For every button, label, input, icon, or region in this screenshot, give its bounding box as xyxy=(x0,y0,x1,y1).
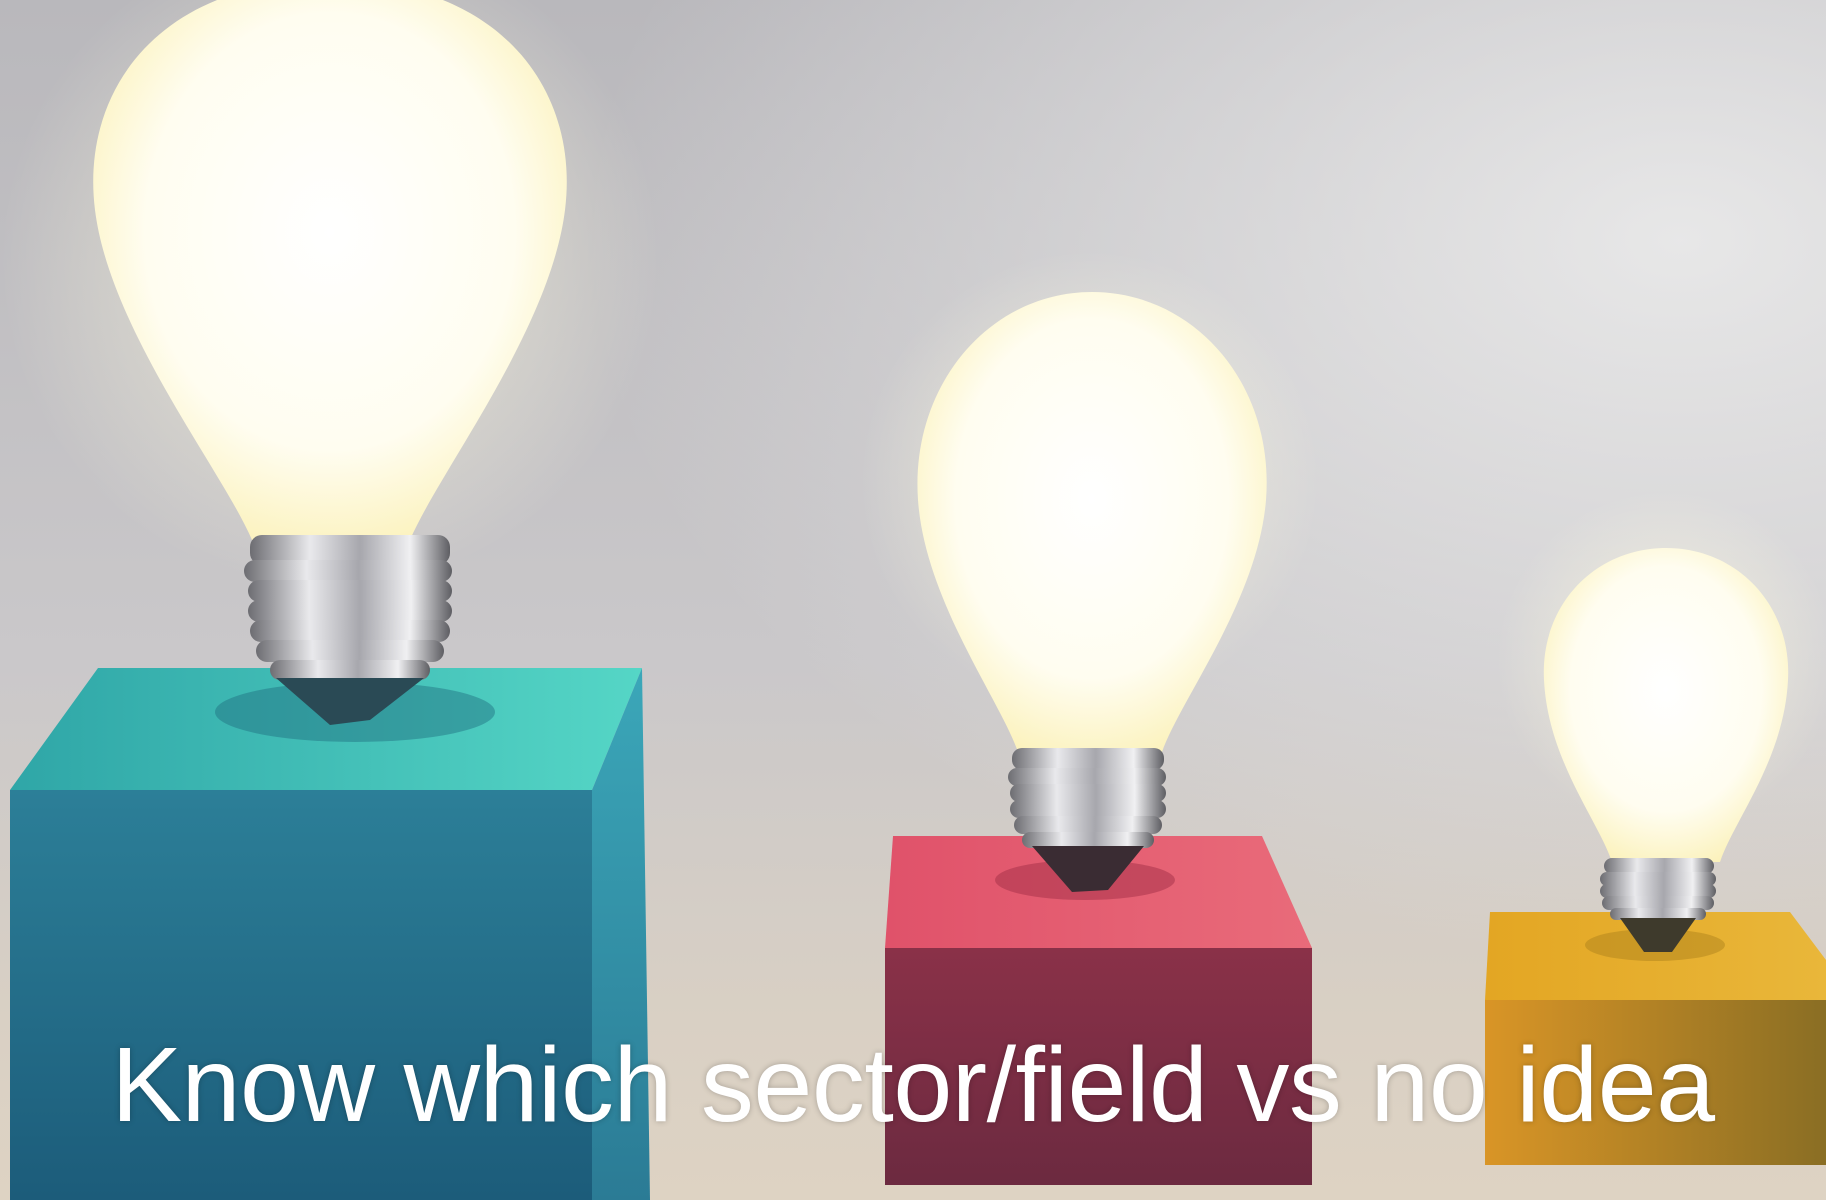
large-bulb xyxy=(0,0,660,725)
medium-bulb xyxy=(860,250,1320,892)
small-bulb xyxy=(1496,490,1826,952)
yellow-pedestal xyxy=(1485,912,1826,1165)
slide-caption: Know which sector/field vs no idea xyxy=(111,1026,1715,1144)
pink-pedestal xyxy=(885,836,1312,1185)
